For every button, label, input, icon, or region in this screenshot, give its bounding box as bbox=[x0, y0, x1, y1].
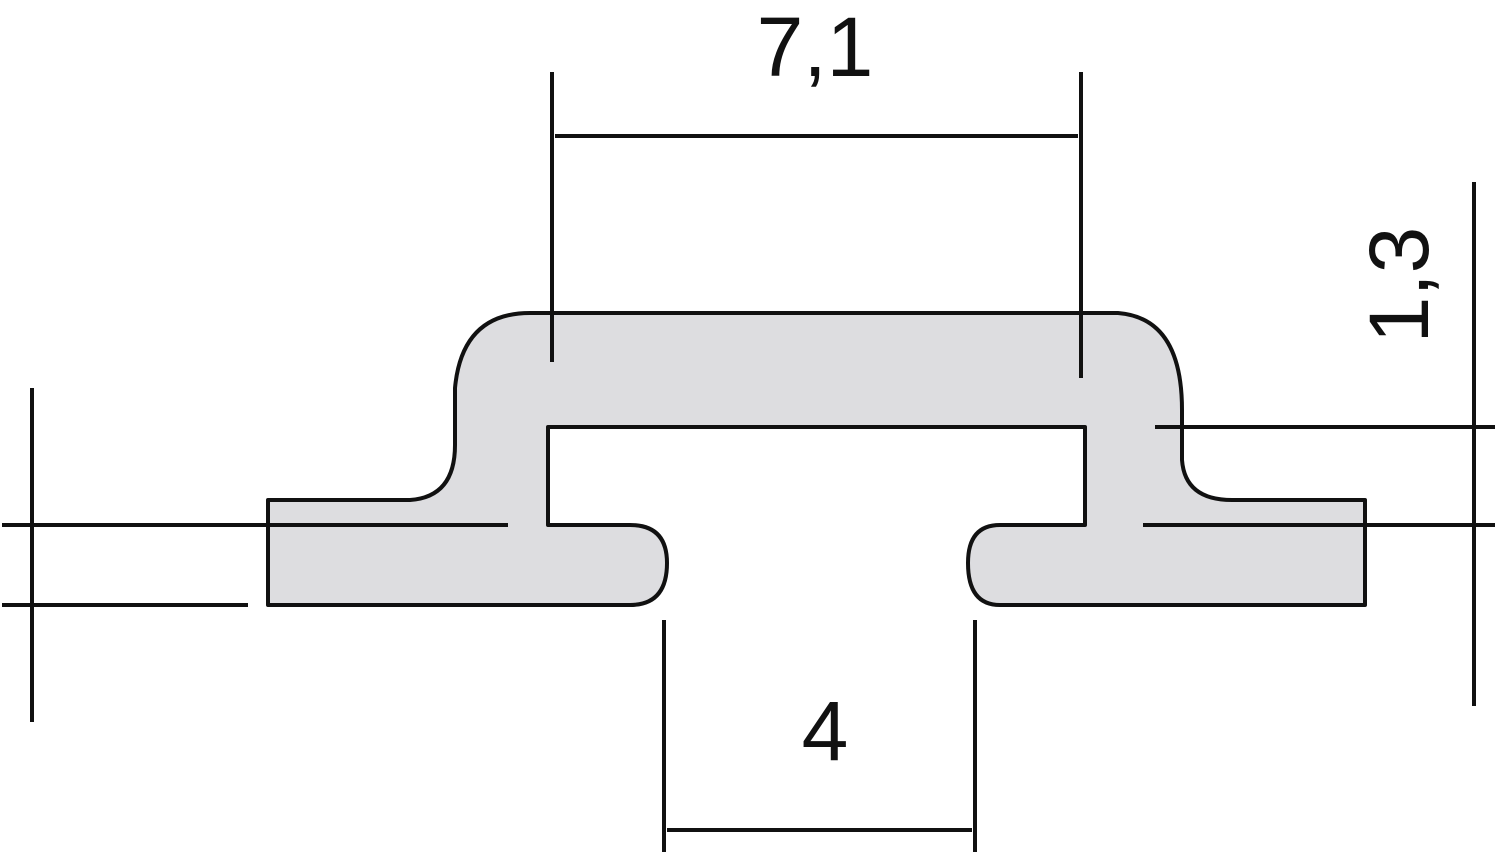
dimension-label-bottom: 4 bbox=[802, 684, 849, 778]
dimension-top-width: 7,1 bbox=[550, 0, 1083, 378]
t-profile-cross-section bbox=[266, 311, 1367, 607]
dimension-label-top: 7,1 bbox=[757, 0, 874, 94]
dimension-label-right: 1,3 bbox=[1352, 227, 1446, 344]
dimension-left-thickness bbox=[2, 388, 508, 722]
dimension-right-height: 1,3 bbox=[1143, 182, 1495, 706]
dimension-slot-width: 4 bbox=[662, 620, 977, 852]
